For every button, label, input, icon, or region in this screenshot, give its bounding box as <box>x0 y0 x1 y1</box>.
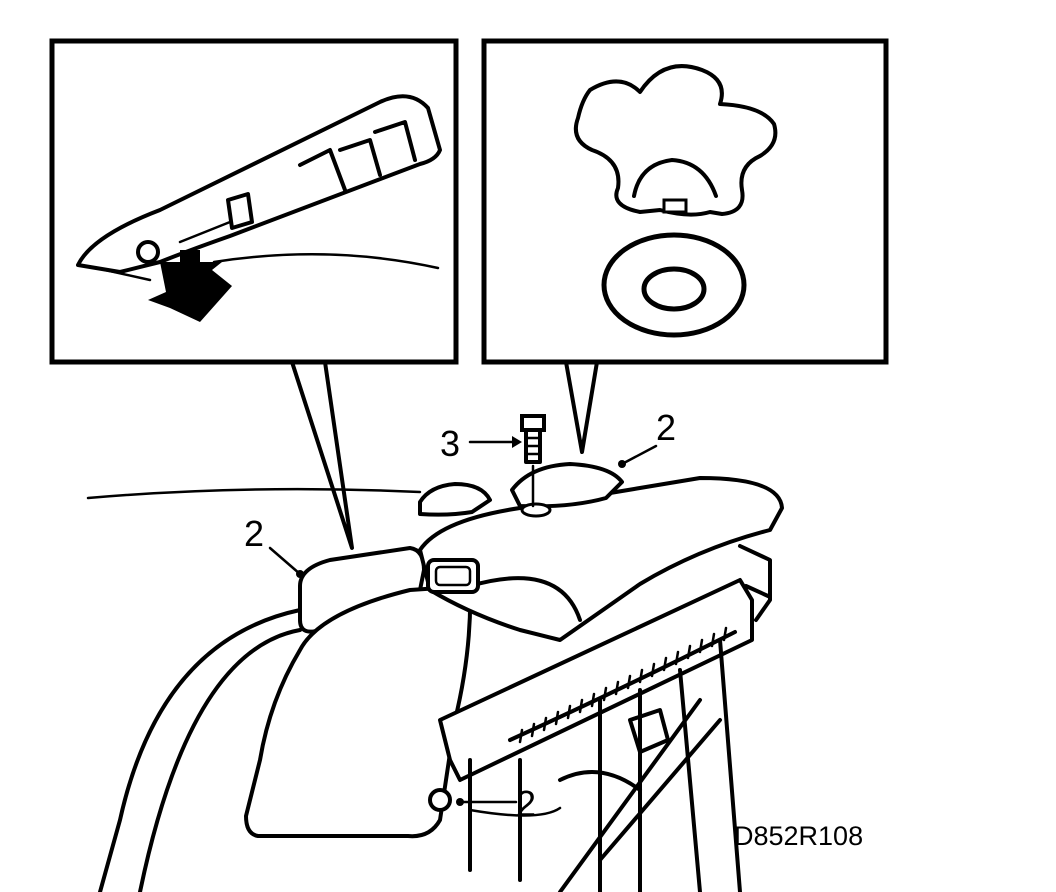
callout-bolt-3: 3 <box>440 423 460 464</box>
callout-bracket-top-right-2: 2 <box>656 407 676 448</box>
callout-leaders <box>268 436 658 806</box>
detail-inset-clip-release <box>49 38 459 550</box>
callout-bracket-left-2: 2 <box>244 513 264 554</box>
main-assembly <box>86 414 784 892</box>
figure-id: D852R108 <box>734 821 863 851</box>
callout-bracket-bottom-2: 2 <box>516 783 536 824</box>
detail-inset-knob-washer <box>481 38 889 454</box>
